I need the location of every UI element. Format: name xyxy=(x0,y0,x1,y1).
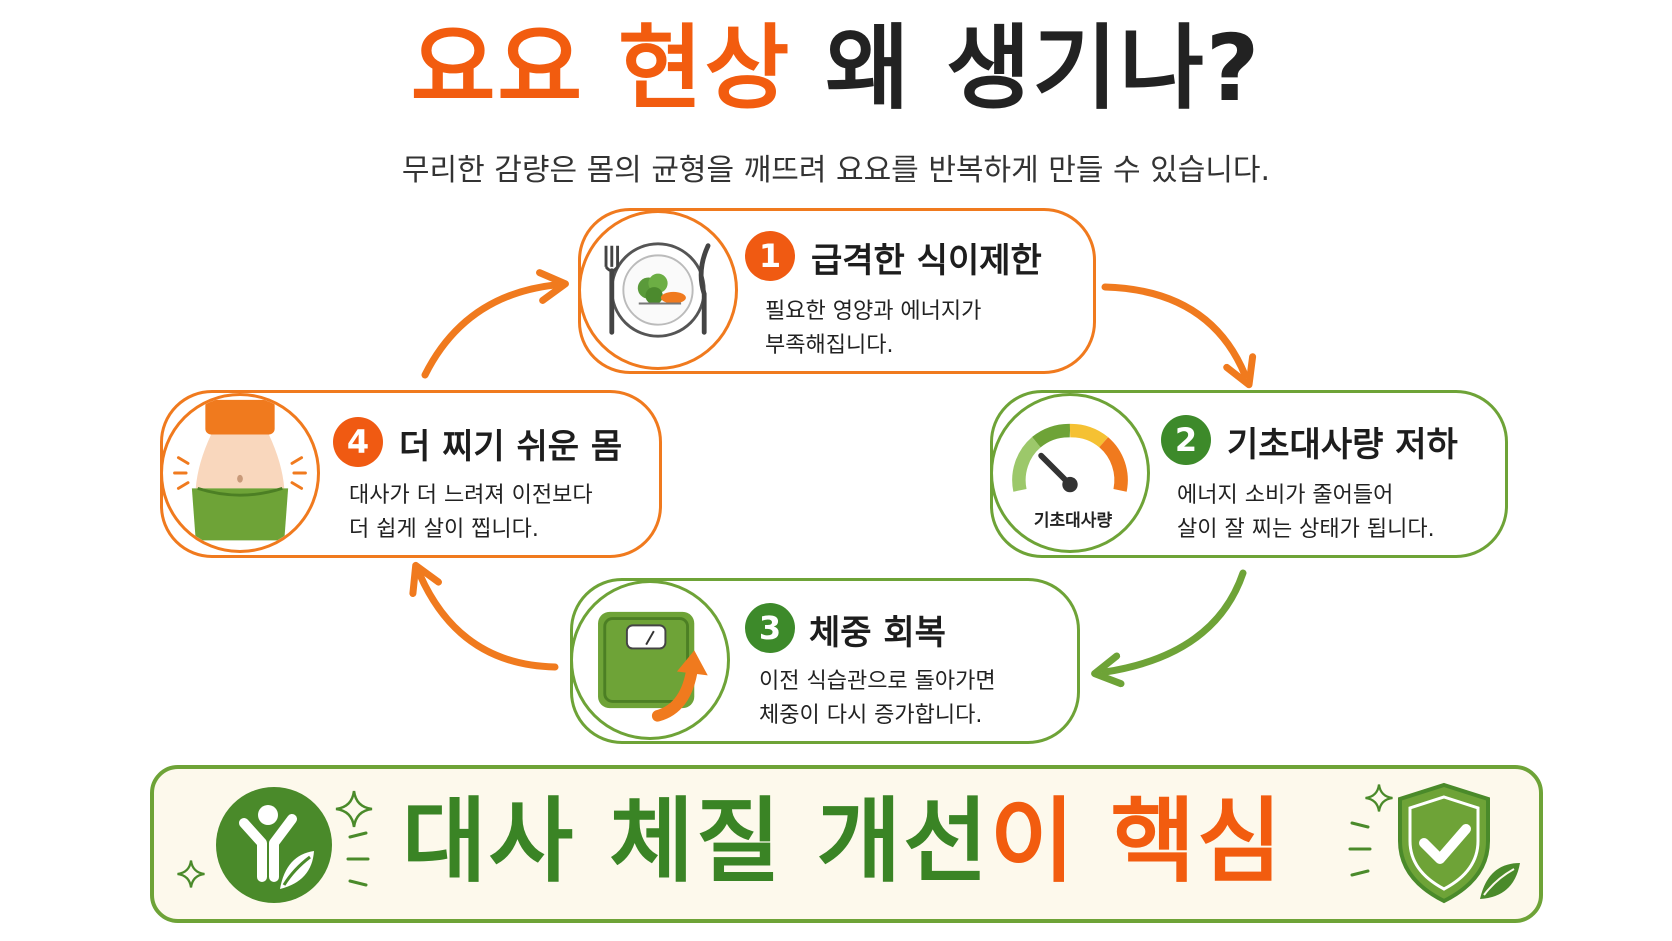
arrow-step3-to-step4 xyxy=(409,561,559,671)
step-desc-1a: 필요한 영양과 에너지가 xyxy=(765,299,982,324)
banner-rest: 이 핵심 xyxy=(989,788,1284,895)
step-desc-1b: 부족해집니다. xyxy=(765,333,894,358)
page-title: 요요 현상 왜 생기나? xyxy=(0,18,1672,119)
step-title-1: 급격한 식이제한 xyxy=(811,241,1042,281)
page-subtitle: 무리한 감량은 몸의 균형을 깨뜨려 요요를 반복하게 만들 수 있습니다. xyxy=(401,153,1271,188)
step-title-2: 기초대사량 저하 xyxy=(1227,425,1458,465)
scale-up-arrow-icon xyxy=(570,580,730,740)
step-desc-2b: 살이 잘 찌는 상태가 됩니다. xyxy=(1177,517,1435,542)
sparkle-lines-left xyxy=(346,831,370,887)
step-number-3: 3 xyxy=(745,603,795,653)
key-message-banner: 대사 체질 개선이 핵심 xyxy=(150,765,1543,923)
gauge-label: 기초대사량 xyxy=(1033,511,1113,531)
step-title-3: 체중 회복 xyxy=(809,613,946,653)
arrow-step2-to-step3 xyxy=(1091,569,1247,688)
sparkle-lines-right xyxy=(1348,821,1372,877)
banner-message: 대사 체질 개선이 핵심 xyxy=(402,791,1284,892)
metabolism-gauge-icon: 기초대사량 xyxy=(990,393,1150,553)
sparkle-icon xyxy=(335,790,373,828)
step-number-4: 4 xyxy=(333,417,383,467)
arrow-step4-to-step1 xyxy=(421,269,569,379)
step-title-4: 더 찌기 쉬운 몸 xyxy=(399,427,623,467)
arrow-step1-to-step2 xyxy=(1101,283,1257,389)
sparkle-icon xyxy=(177,860,205,888)
sparkle-icon xyxy=(1365,784,1393,812)
plate-fork-knife-icon xyxy=(578,210,738,370)
step-number-1: 1 xyxy=(745,231,795,281)
waist-body-icon xyxy=(160,393,320,553)
step-number-2: 2 xyxy=(1161,415,1211,465)
step-desc-4b: 더 쉽게 살이 찝니다. xyxy=(349,517,539,542)
step-desc-2a: 에너지 소비가 줄어들어 xyxy=(1177,483,1394,508)
banner-highlight: 대사 체질 개선 xyxy=(402,788,990,895)
step-desc-4a: 대사가 더 느려져 이전보다 xyxy=(349,483,593,508)
step-desc-3b: 체중이 다시 증가합니다. xyxy=(759,703,983,728)
title-rest: 왜 생기나? xyxy=(791,15,1262,122)
shield-check-leaf-icon xyxy=(1398,782,1520,904)
healthy-person-leaf-icon xyxy=(216,787,332,903)
step-desc-3a: 이전 식습관으로 돌아가면 xyxy=(759,669,996,694)
title-highlight: 요요 현상 xyxy=(410,15,792,122)
